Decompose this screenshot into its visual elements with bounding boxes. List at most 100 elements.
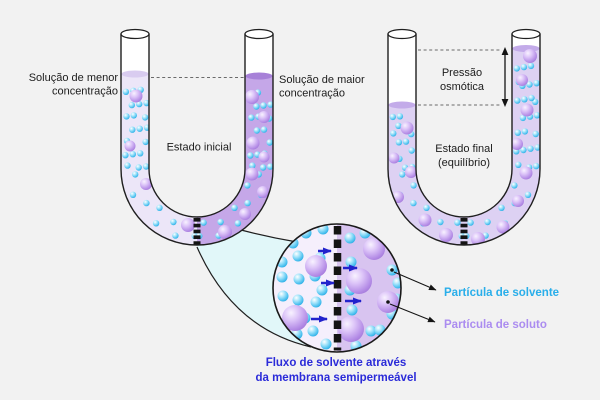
solvent-particle <box>437 218 444 226</box>
solvent-particle <box>259 164 267 171</box>
solvent-particle <box>231 204 238 211</box>
solvent-particle <box>520 146 527 154</box>
solvent-particle <box>346 304 358 316</box>
high-concentration-label-line2: concentração <box>279 88 345 100</box>
solvent-particle <box>156 204 163 211</box>
solvent-particle <box>307 325 319 337</box>
solute-particle <box>338 316 364 342</box>
solvent-particle <box>390 130 397 137</box>
osmotic-pressure-label-line2: osmótica <box>440 81 485 93</box>
solvent-particle <box>137 150 144 157</box>
solvent-particle <box>344 232 356 244</box>
solvent-particle <box>124 162 131 169</box>
initial-state-label: Estado inicial <box>167 142 232 154</box>
low-concentration-label-line2: concentração <box>52 86 118 98</box>
solvent-particle <box>513 65 520 72</box>
solvent-particle <box>526 81 533 88</box>
solvent-particle <box>142 163 150 170</box>
solute-particle <box>418 213 432 227</box>
tube-opening <box>120 28 150 40</box>
low-concentration-label-line1: Solução de menor <box>29 72 119 84</box>
solute-particle <box>405 166 417 178</box>
low-solution-particles <box>122 86 198 240</box>
solvent-particle <box>467 219 474 226</box>
solvent-particle <box>200 219 207 226</box>
solvent-particle <box>533 80 540 87</box>
solute-particle <box>363 238 385 260</box>
lens-outline <box>272 223 402 353</box>
solvent-particle <box>152 220 160 227</box>
osmotic-pressure-arrow <box>501 47 509 107</box>
solute-particle <box>519 166 533 180</box>
solvent-particle <box>511 182 518 189</box>
solute-particle <box>516 74 528 86</box>
solvent-particle <box>533 112 540 119</box>
solute-particle <box>245 90 259 104</box>
solute-particle <box>282 305 308 331</box>
solvent-particle <box>234 220 242 227</box>
solvent-particle <box>170 218 177 226</box>
solvent-particle-label: Partícula de solvente <box>444 287 559 299</box>
solute-particle <box>512 195 524 207</box>
solute-particle <box>258 151 270 163</box>
solvent-particle <box>260 102 267 109</box>
solute-particle <box>346 268 372 294</box>
solvent-particle <box>136 100 143 108</box>
solute-leader-arrow <box>389 303 436 323</box>
solute-particle <box>388 152 400 164</box>
solvent-particle <box>129 151 136 158</box>
meniscus-left <box>388 101 416 109</box>
solvent-particle <box>141 114 149 121</box>
solvent-particle <box>247 152 254 159</box>
tube-outline <box>387 33 541 246</box>
solvent-particle <box>122 152 129 159</box>
solvent-particle <box>248 114 255 121</box>
solvent-particle <box>123 113 130 120</box>
final-state-label-line1: Estado final <box>435 143 492 155</box>
solute-particle <box>257 186 269 198</box>
solvent-particle <box>389 113 396 121</box>
solvent-particle <box>527 145 534 152</box>
solvent-particle <box>320 338 332 350</box>
solvent-particle <box>365 325 377 337</box>
tube-opening <box>244 28 274 40</box>
solvent-particle <box>292 250 304 262</box>
solvent-particle <box>402 138 410 145</box>
arrow-down-head <box>501 99 509 107</box>
solute-particle <box>523 49 537 63</box>
membrane-detail-circle <box>272 223 402 353</box>
solvent-particle <box>527 62 535 70</box>
solvent-particle <box>410 182 417 189</box>
solvent-particle <box>132 171 139 178</box>
meniscus-low <box>121 70 149 78</box>
solvent-particle <box>260 126 268 133</box>
solvent-particle <box>310 296 322 308</box>
solvent-particle <box>143 99 150 107</box>
meniscus-high <box>245 72 273 80</box>
solute-particle <box>129 89 143 103</box>
solvent-particle <box>128 101 135 109</box>
solvent-particle <box>142 138 149 146</box>
solute-particle <box>511 138 523 150</box>
solute-particle <box>439 228 453 242</box>
solute-particle-label: Partícula de soluto <box>444 319 547 331</box>
solvent-particle <box>277 290 289 302</box>
solvent-particle <box>399 171 406 178</box>
solvent-particle <box>515 161 522 168</box>
arrow-up-head <box>501 47 509 55</box>
solvent-particle <box>396 113 404 120</box>
solvent-particle <box>129 126 136 133</box>
tube-outline <box>120 33 274 246</box>
solvent-leader-arrow <box>393 271 437 291</box>
solute-particle <box>245 167 259 181</box>
solute-particle <box>258 111 270 123</box>
solvent-particle <box>524 191 532 198</box>
osmotic-pressure-label-line1: Pressão <box>442 67 482 79</box>
solvent-particle <box>276 271 288 283</box>
solvent-particle <box>521 96 528 103</box>
solvent-particle <box>423 204 430 211</box>
equilibrium-solution-particles <box>388 49 540 245</box>
solvent-particle <box>514 129 521 136</box>
solvent-particle <box>316 284 328 296</box>
solvent-particle <box>266 139 273 146</box>
